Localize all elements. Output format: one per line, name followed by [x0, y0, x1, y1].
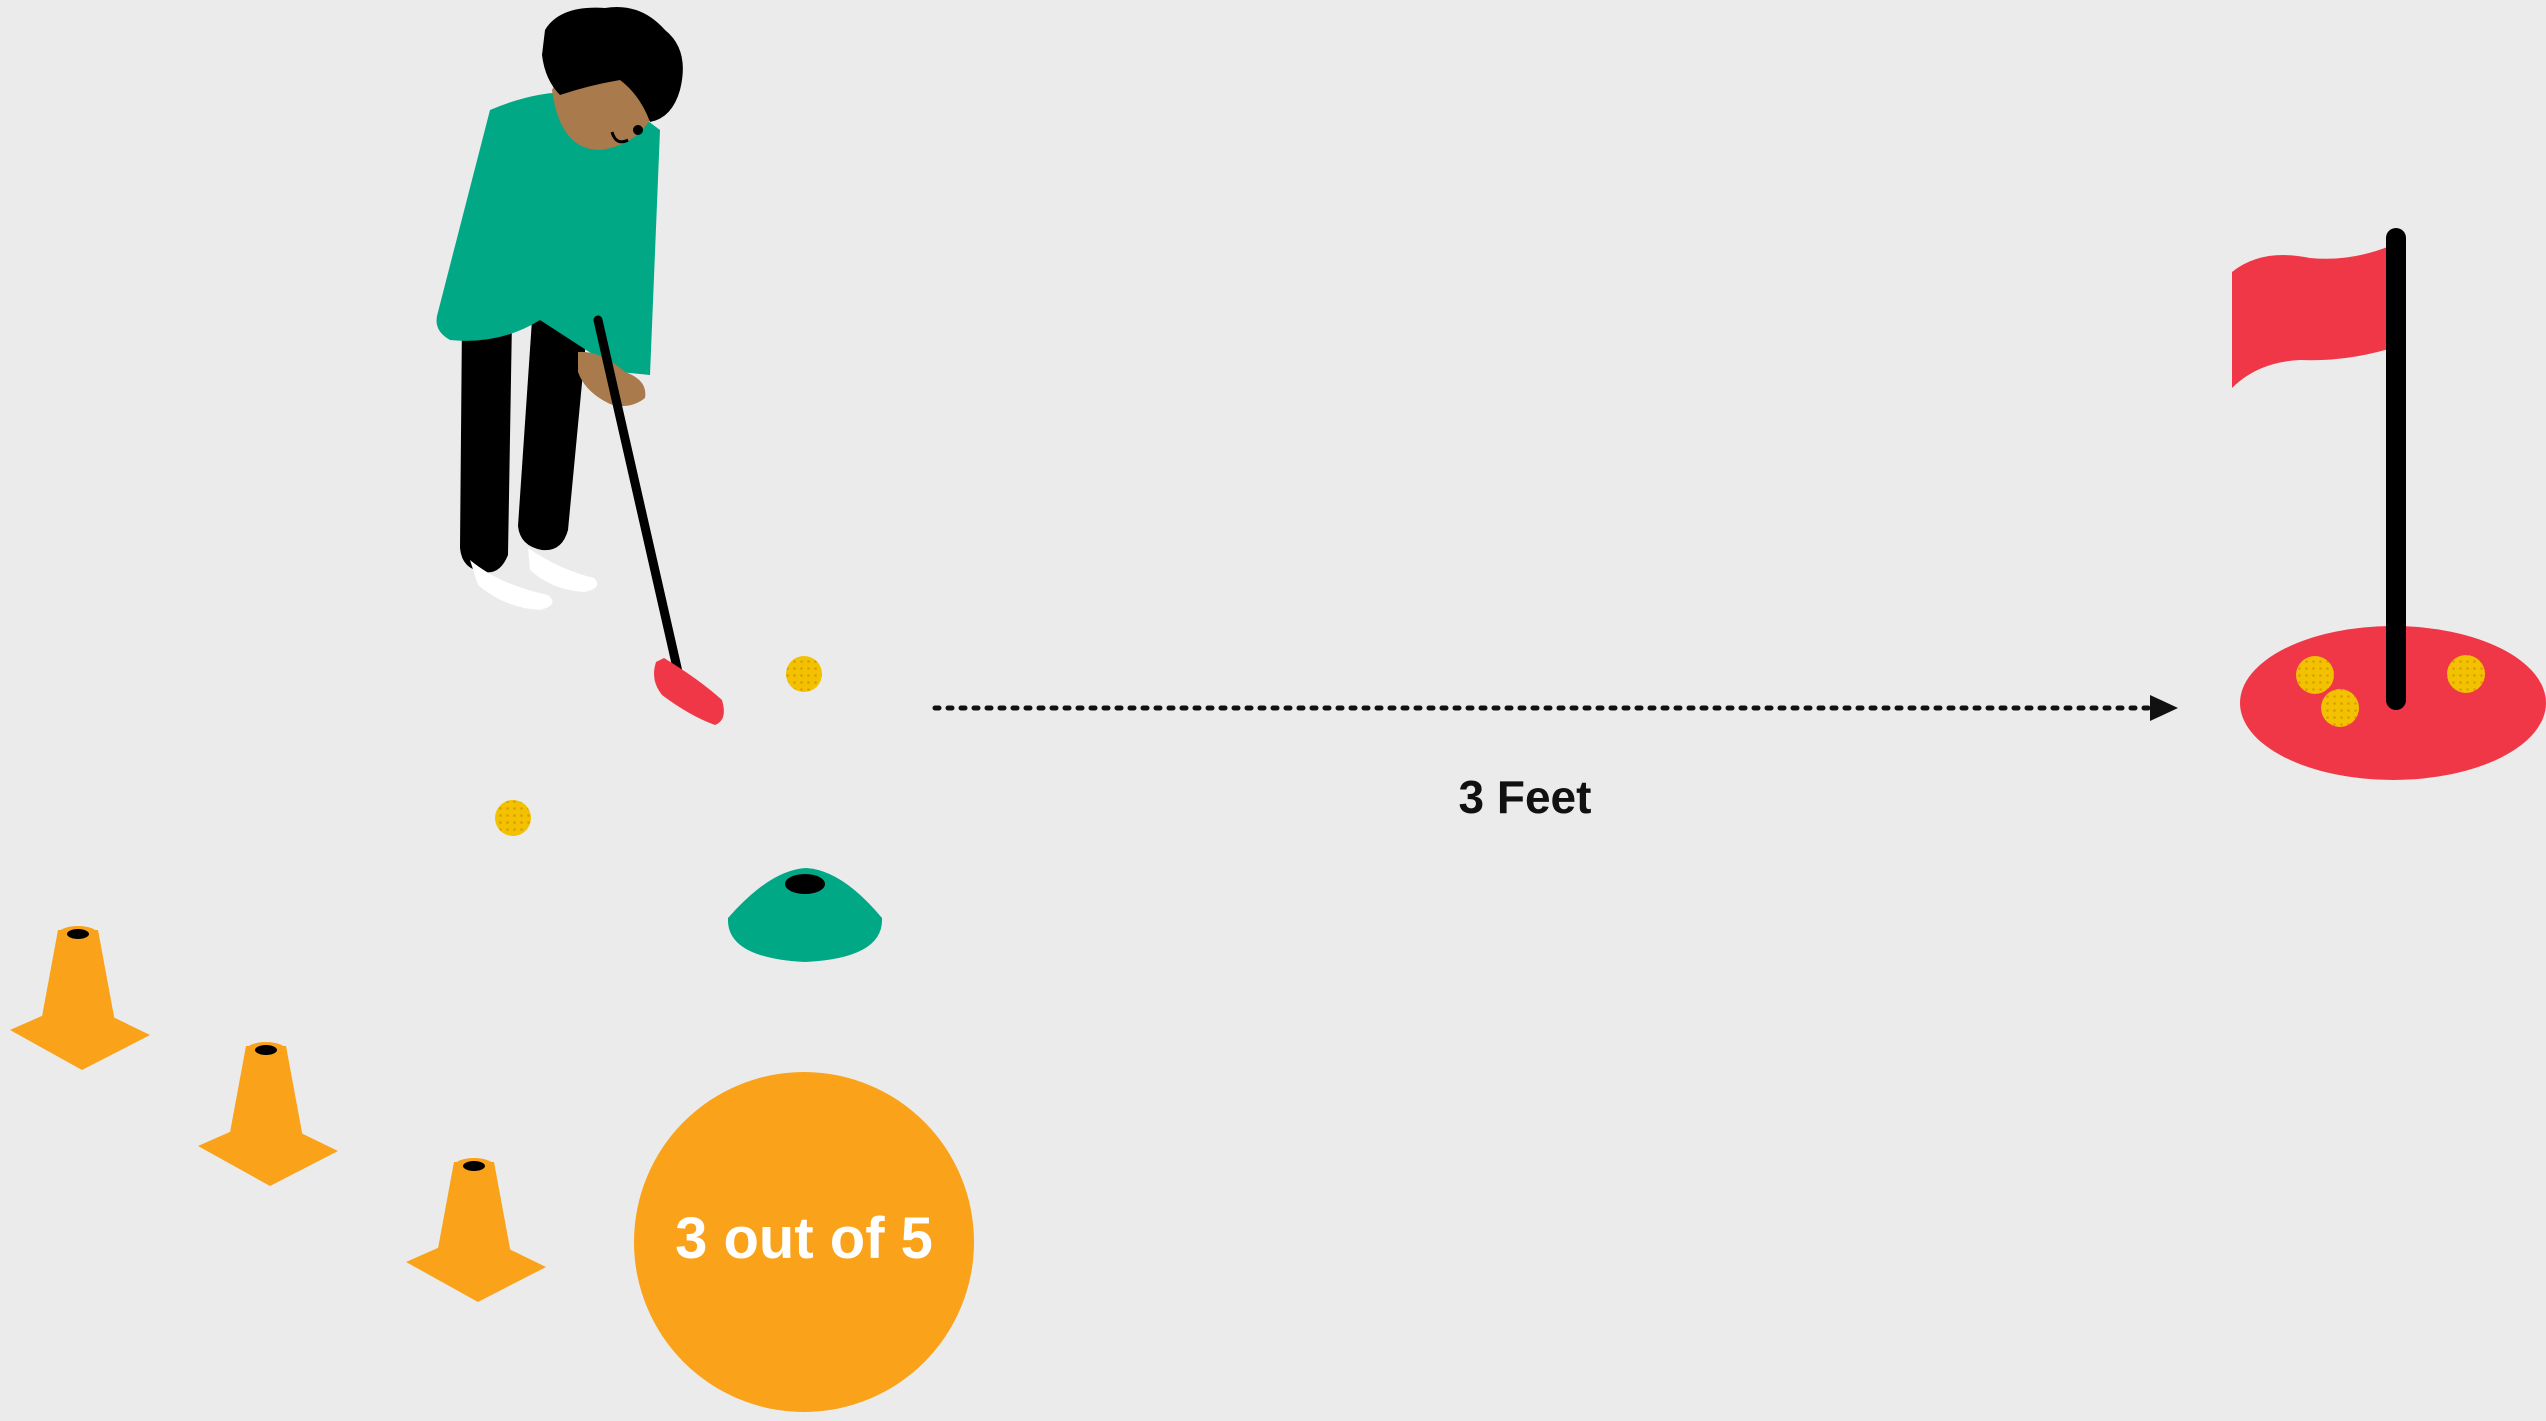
golf-ball: [786, 656, 822, 692]
golf-ball: [2296, 656, 2334, 694]
traffic-cone: [406, 1158, 546, 1302]
golf-ball: [2321, 689, 2359, 727]
distance-label: 3 Feet: [1360, 770, 1690, 824]
traffic-cone: [10, 926, 150, 1070]
golf-ball: [2447, 655, 2485, 693]
traffic-cone: [198, 1042, 338, 1186]
golf-ball: [495, 800, 531, 836]
disc-cone: [728, 868, 882, 962]
score-label: 3 out of 5: [634, 1205, 974, 1272]
dotted-arrow: [935, 695, 2178, 721]
